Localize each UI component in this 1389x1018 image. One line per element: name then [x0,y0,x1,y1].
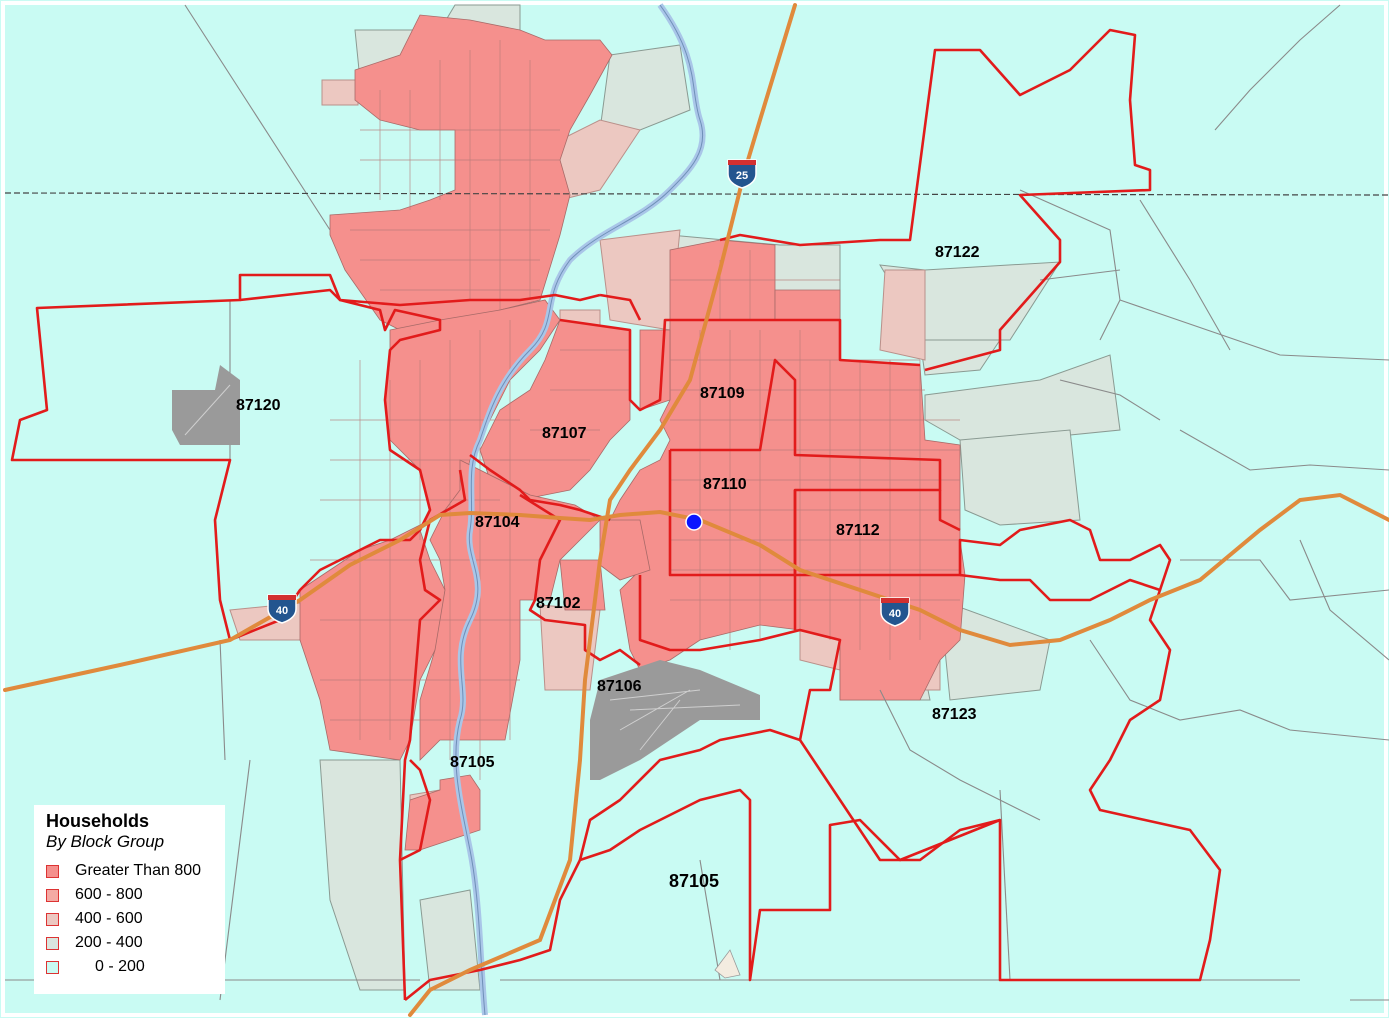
shield-i25-number: 25 [736,170,748,182]
zip-label-87123: 87123 [932,706,977,723]
legend-swatch-icon [46,864,59,878]
shield-i40-west: 40 [267,594,297,624]
legend-swatch-icon [46,960,59,974]
legend-title: Households [46,811,150,831]
legend-label: 400 - 600 [75,910,143,927]
legend-subtitle: By Block Group [46,832,165,851]
county-line [4,192,1389,196]
map-legend: Households By Block Group Greater Than 8… [34,805,225,994]
zip-labels: 87122 87120 87109 87107 87110 87104 8711… [236,244,980,891]
i-25 [408,3,797,1017]
legend-swatch-icon [46,936,59,950]
zip-label-87106: 87106 [597,678,642,695]
shield-i25: 25 [727,159,757,189]
legend-label: 200 - 400 [75,934,143,951]
legend-item: 0 - 200 [46,955,225,979]
minor-roads [5,4,1389,1001]
legend-item: 200 - 400 [46,931,225,955]
shield-i40-east: 40 [880,597,910,627]
grey-area-87120 [172,365,240,445]
zip-label-87109: 87109 [700,385,745,402]
shield-i40-east-number: 40 [889,608,901,620]
location-marker[interactable] [685,513,703,531]
i-40 [3,492,1389,692]
light-patch [714,949,741,979]
legend-item: 400 - 600 [46,907,225,931]
zip-boundaries [10,28,1222,1002]
zip-label-87105-south: 87105 [669,871,719,891]
legend-item: Greater Than 800 [46,859,225,883]
legend-item: 600 - 800 [46,883,225,907]
airport [590,660,760,780]
zip-label-87102: 87102 [536,595,581,612]
zip-label-87122: 87122 [935,244,980,261]
legend-swatch-icon [46,912,59,926]
zip-label-87110: 87110 [703,476,747,493]
legend-swatch-icon [46,888,59,902]
highways [3,3,1389,1017]
zip-label-87120: 87120 [236,397,281,414]
legend-label: Greater Than 800 [75,862,202,879]
zip-label-87104: 87104 [475,514,520,531]
legend-label: 600 - 800 [75,886,143,903]
legend-label: 0 - 200 [95,958,145,975]
zip-label-87105-north: 87105 [450,754,495,771]
zip-label-87112: 87112 [836,522,880,539]
rio-grande-river-edge [455,4,704,1016]
shield-i40-west-number: 40 [276,605,288,617]
zip-label-87107: 87107 [542,425,587,442]
